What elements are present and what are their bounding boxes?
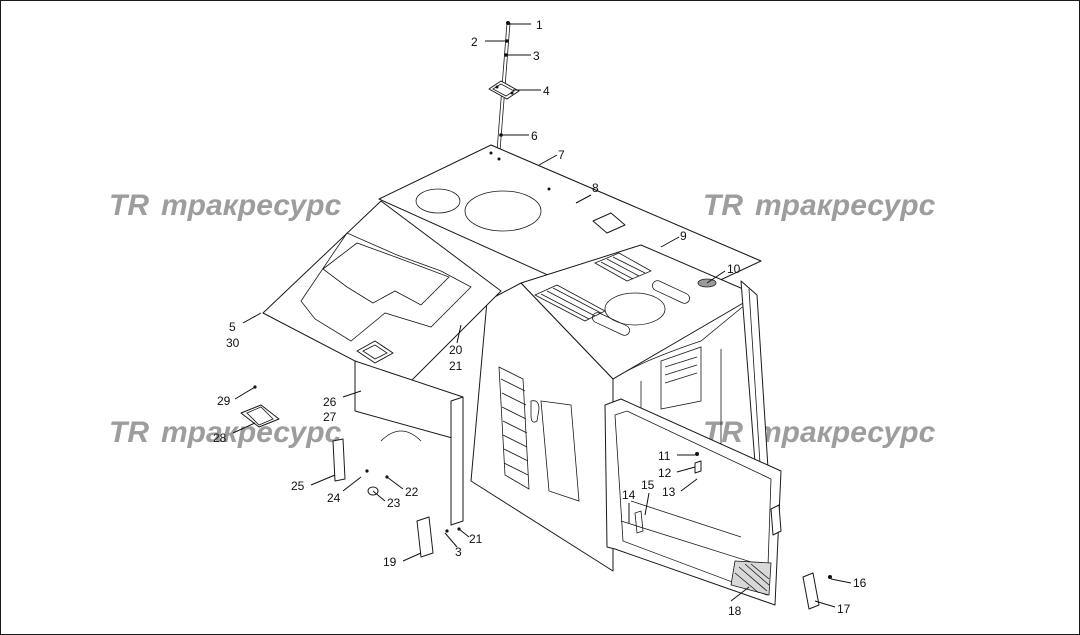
callout-1: 1 — [536, 18, 543, 32]
leader-lines — [232, 23, 852, 608]
callout-21: 21 — [449, 359, 463, 373]
callout-24: 24 — [327, 491, 341, 505]
callout-27: 27 — [323, 410, 337, 424]
callout-labels: 1 2 3 4 5 30 6 7 8 9 10 20 21 29 28 26 2… — [213, 18, 867, 618]
floor-parts — [240, 360, 464, 558]
watermark-logo: TR — [109, 416, 149, 449]
callout-16: 16 — [853, 576, 867, 590]
watermark-text: тракресурс — [755, 416, 936, 449]
callout-29: 29 — [217, 394, 231, 408]
watermark-text: тракресурс — [755, 189, 936, 222]
callout-28: 28 — [213, 431, 227, 445]
callout-5: 5 — [229, 320, 236, 334]
callout-4: 4 — [543, 84, 550, 98]
callout-13: 13 — [662, 485, 676, 499]
watermark-text: тракресурс — [161, 189, 342, 222]
callout-14: 14 — [622, 488, 636, 502]
callout-26: 26 — [323, 395, 337, 409]
callout-7: 7 — [558, 148, 565, 162]
callout-17: 17 — [837, 602, 851, 616]
callout-20: 20 — [449, 343, 463, 357]
watermark: TR тракресурс TR тракресурс TR тракресур… — [109, 189, 936, 449]
callout-18: 18 — [728, 604, 742, 618]
callout-3: 3 — [533, 49, 540, 63]
callout-15: 15 — [641, 478, 655, 492]
watermark-logo: TR — [703, 189, 743, 222]
callout-12: 12 — [658, 466, 672, 480]
callout-9: 9 — [680, 229, 687, 243]
antenna-assembly — [488, 21, 520, 152]
callout-23: 23 — [387, 496, 401, 510]
callout-22: 22 — [405, 485, 419, 499]
callout-2: 2 — [471, 35, 478, 49]
callout-3b: 3 — [455, 545, 462, 559]
callout-8: 8 — [592, 181, 599, 195]
callout-21b: 21 — [469, 532, 483, 546]
callout-11: 11 — [658, 449, 671, 463]
callout-6: 6 — [531, 129, 538, 143]
callout-25: 25 — [291, 479, 305, 493]
front-door — [604, 398, 832, 610]
watermark-logo: TR — [109, 189, 149, 222]
callout-10: 10 — [727, 262, 741, 276]
callout-30: 30 — [226, 336, 240, 350]
callout-19: 19 — [383, 555, 397, 569]
